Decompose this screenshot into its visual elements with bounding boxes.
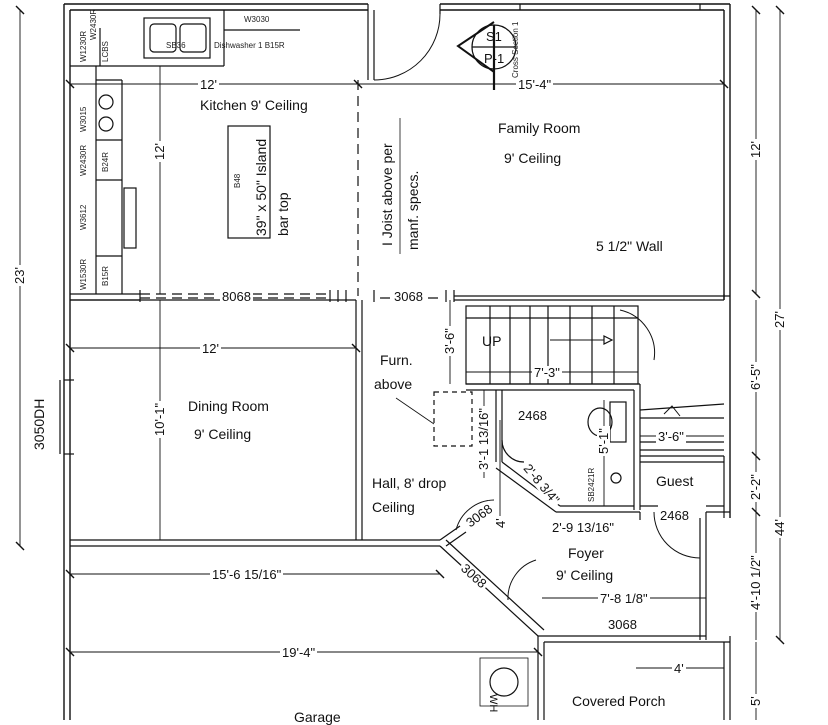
dim-stair-3-6: 3'-6": [656, 429, 686, 444]
wall-note: 5 1/2" Wall: [596, 238, 663, 254]
foyer-ceiling: 9' Ceiling: [556, 567, 614, 583]
w3015-cabinet: W3015: [79, 106, 88, 132]
island-note: 39" x 50" Island: [253, 138, 269, 236]
dim-bath-height: 3'-1 13/16": [476, 405, 491, 472]
family-room-label: Family Room: [498, 120, 581, 136]
dining-room-label: Dining Room: [188, 398, 269, 414]
dim-stair-width: 7'-3": [532, 365, 562, 380]
section-caption: Cross Section 1: [511, 21, 520, 78]
sb24-cabinet: SB2421R: [587, 467, 596, 502]
kitchen-label: Kitchen 9' Ceiling: [200, 97, 308, 113]
section-marker-bottom: P-1: [484, 51, 505, 66]
door-3068-front: 3068: [606, 617, 639, 632]
section-marker-top: S1: [486, 29, 502, 44]
dim-porch-4: 4': [672, 661, 686, 676]
w1230-cabinet: W1230R: [79, 30, 88, 62]
dim-right-12: 12': [748, 139, 763, 160]
dim-kitchen-height: 12': [152, 141, 167, 162]
dim-right-44: 44': [772, 517, 787, 538]
dim-right-6-5: 6'-5": [748, 362, 763, 392]
dim-kitchen-width: 12': [198, 77, 219, 92]
w3612-cabinet: W3612: [79, 204, 88, 230]
w2430-cabinet: W2430R: [89, 8, 98, 40]
dim-right-4-10: 4'-10 1/2": [748, 553, 763, 612]
hall-ceiling: Ceiling: [372, 499, 415, 515]
b24-cabinet: B24R: [101, 151, 110, 172]
w3030-cabinet: W3030: [244, 15, 270, 24]
dim-left-23: 23': [12, 265, 27, 286]
guest-label: Guest: [656, 473, 694, 489]
dim-foyer-2-9: 2'-9 13/16": [550, 520, 617, 535]
door-3068-family: 3068: [392, 289, 425, 304]
w2430b-cabinet: W2430R: [79, 144, 88, 176]
dining-room-ceiling: 9' Ceiling: [194, 426, 252, 442]
stair-up-label: UP: [482, 333, 502, 349]
dim-family-width: 15'-4": [516, 77, 554, 92]
furn-note: Furn.: [380, 352, 413, 368]
hall-label: Hall, 8' drop: [372, 475, 447, 491]
dim-right-27: 27': [772, 309, 787, 330]
water-heater-label: WH: [487, 694, 499, 713]
door-8068: 8068: [220, 289, 253, 304]
dim-garage-19-4: 19'-4": [280, 645, 318, 660]
covered-porch-label: Covered Porch: [572, 693, 666, 709]
island-note-2: bar top: [275, 192, 291, 236]
b48-cabinet: B48: [233, 173, 242, 188]
dishwasher-cabinet: Dishwasher 1 B15R: [214, 41, 285, 50]
sink-cabinet: SB36: [166, 41, 186, 50]
foyer-label: Foyer: [568, 545, 604, 561]
joist-note: I Joist above per: [379, 143, 395, 246]
door-2468-guest: 2468: [658, 508, 691, 523]
furn-note-2: above: [374, 376, 413, 392]
door-2468-bath: 2468: [516, 408, 549, 423]
b15-cabinet: B15R: [101, 265, 110, 286]
dim-dining-height: 10'-1": [152, 400, 167, 438]
w1530-cabinet: W1530R: [79, 258, 88, 290]
lcbs-cabinet: LCBS: [101, 41, 110, 62]
dim-right-5: 5': [748, 694, 763, 708]
dim-bath-5-1: 5'-1": [596, 426, 611, 456]
dim-foyer-4: 4': [493, 516, 508, 530]
family-room-ceiling: 9' Ceiling: [504, 150, 562, 166]
dim-garage-15-6: 15'-6 15/16": [210, 567, 284, 582]
dim-stair-height: 3'-6": [442, 326, 457, 356]
west-window-label: 3050DH: [31, 398, 47, 450]
dim-foyer-7-8: 7'-8 1/8": [598, 591, 650, 606]
dim-right-2-2: 2'-2": [748, 472, 763, 502]
dim-dining-width: 12': [200, 341, 221, 356]
exterior-walls: [63, 3, 731, 720]
garage-label: Garage: [294, 709, 341, 725]
joist-note-2: manf. specs.: [405, 170, 421, 250]
